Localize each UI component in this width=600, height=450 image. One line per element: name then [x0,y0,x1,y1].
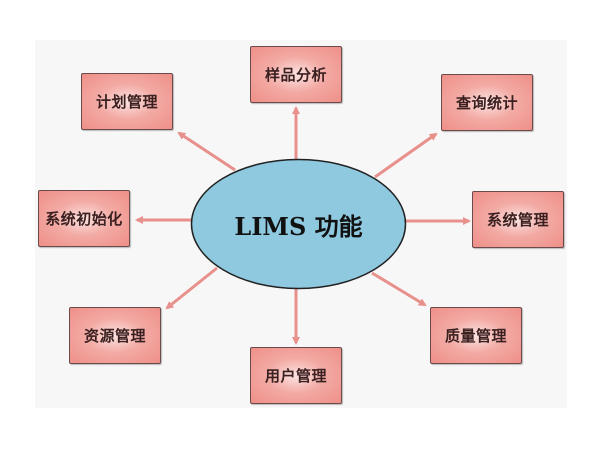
node-resource-management: 资源管理 [69,307,161,364]
node-label: 查询统计 [455,94,518,112]
arrow-to-resource [165,266,218,310]
node-label: 计划管理 [95,93,158,111]
node-query-statistics: 查询统计 [441,74,533,131]
node-label: 系统管理 [486,211,549,229]
arrow-to-plan [177,131,236,172]
node-user-management: 用户管理 [250,347,342,404]
node-system-init: 系统初始化 [38,190,130,247]
center-ellipse [190,158,407,290]
node-plan-management: 计划管理 [81,73,173,130]
arrow-to-query [374,132,438,179]
node-quality-management: 质量管理 [430,307,522,364]
node-label: 用户管理 [264,367,327,385]
node-label: 系统初始化 [45,210,123,228]
arrow-to-quality [371,271,427,307]
node-sample-analysis: 样品分析 [250,46,342,103]
node-label: 质量管理 [444,327,507,345]
node-label: 样品分析 [264,66,327,84]
node-label: 资源管理 [83,327,146,345]
node-system-management: 系统管理 [472,191,564,248]
center-label: LIMS 功能 [234,211,363,241]
